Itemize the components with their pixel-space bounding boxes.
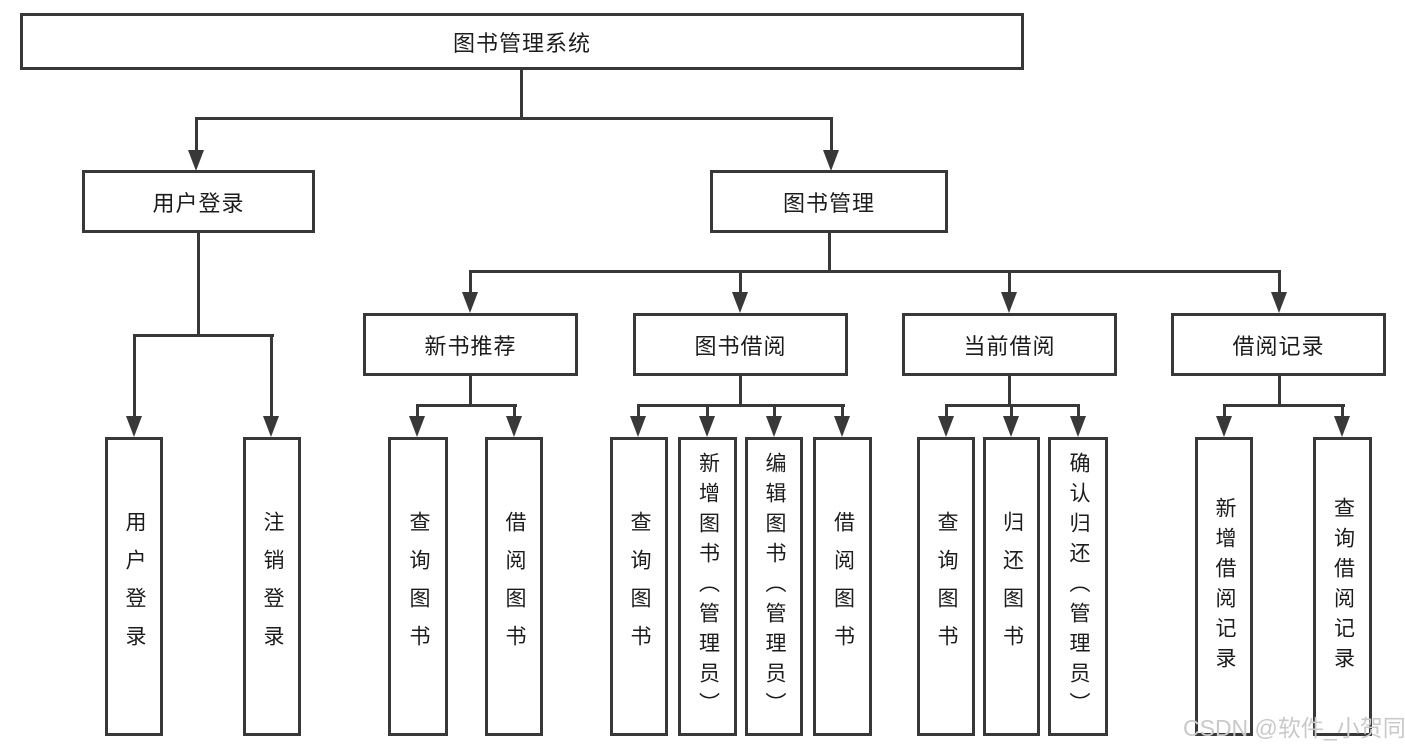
- leaf-newbook-query-books-label: 查询图书: [407, 510, 430, 663]
- connector-stub: [1010, 404, 1013, 420]
- arrowhead-icon: [732, 292, 748, 313]
- leaf-query-borrow-record: 查询借阅记录: [1313, 437, 1372, 736]
- connector-newbook-stem: [469, 376, 472, 407]
- connector-stub: [133, 334, 136, 418]
- node-user-login: 用户登录: [82, 170, 315, 233]
- arrowhead-icon: [630, 416, 646, 437]
- arrowhead-icon: [1001, 292, 1017, 313]
- leaf-newbook-borrow-books: 借阅图书: [485, 437, 543, 736]
- connector-stub: [1278, 270, 1281, 294]
- leaf-borrow-query-books-label: 查询图书: [628, 510, 651, 663]
- node-current-borrowing-label: 当前借阅: [963, 333, 1056, 359]
- leaf-newbook-borrow-books-label: 借阅图书: [503, 510, 526, 663]
- connector-stub: [706, 404, 709, 420]
- arrowhead-icon: [699, 416, 715, 437]
- arrowhead-icon: [834, 416, 850, 437]
- csdn-watermark: CSDN @软件_小贺同学: [1183, 715, 1405, 741]
- connector-stub: [416, 404, 419, 420]
- arrowhead-icon: [823, 150, 839, 171]
- leaf-add-borrow-record: 新增借阅记录: [1195, 437, 1253, 736]
- connector-stub: [945, 404, 948, 420]
- leaf-user-login-label: 用户登录: [123, 510, 146, 663]
- arrowhead-icon: [1070, 416, 1086, 437]
- leaf-edit-books-admin-label: 编辑图书（管理员）: [763, 451, 786, 722]
- connector-level1-split: [196, 117, 833, 120]
- connector-stub: [637, 404, 640, 420]
- node-book-borrowing: 图书借阅: [633, 313, 848, 376]
- connector-stub: [513, 404, 516, 420]
- node-user-login-label: 用户登录: [152, 190, 245, 216]
- arrowhead-icon: [126, 416, 142, 437]
- connector-stub: [841, 404, 844, 420]
- node-borrowing-records-label: 借阅记录: [1232, 333, 1325, 359]
- connector-stub: [773, 404, 776, 420]
- connector-user-login-split: [134, 334, 274, 337]
- connector-stub: [1341, 404, 1344, 420]
- connector-records-split: [1224, 404, 1345, 407]
- arrowhead-icon: [409, 416, 425, 437]
- leaf-borrow-query-books: 查询图书: [610, 437, 668, 736]
- arrowhead-icon: [263, 416, 279, 437]
- connector-stub: [1077, 404, 1080, 420]
- connector-borrow-stem: [739, 376, 742, 407]
- connector-current-split: [946, 404, 1080, 407]
- connector-root-stem: [520, 70, 523, 118]
- node-book-management: 图书管理: [710, 170, 948, 233]
- connector-stub: [739, 270, 742, 294]
- leaf-logout: 注销登录: [243, 437, 301, 736]
- node-root-label: 图书管理系统: [452, 30, 591, 56]
- node-book-management-label: 图书管理: [782, 190, 875, 216]
- leaf-add-borrow-record-label: 新增借阅记录: [1213, 496, 1236, 677]
- arrowhead-icon: [766, 416, 782, 437]
- leaf-return-books: 归还图书: [983, 437, 1040, 736]
- leaf-logout-label: 注销登录: [261, 510, 284, 663]
- connector-stub: [469, 270, 472, 294]
- arrowhead-icon: [1216, 416, 1232, 437]
- leaf-current-query-books-label: 查询图书: [935, 510, 958, 663]
- leaf-borrow-borrow-books-label: 借阅图书: [831, 510, 855, 663]
- node-current-borrowing: 当前借阅: [902, 313, 1117, 376]
- connector-level3-split: [470, 270, 1281, 273]
- node-new-book-recommend-label: 新书推荐: [424, 333, 517, 359]
- connector-book-mgmt-stem: [828, 233, 831, 273]
- arrowhead-icon: [938, 416, 954, 437]
- arrowhead-icon: [462, 292, 478, 313]
- connector-user-login-stem: [197, 233, 200, 336]
- leaf-return-books-label: 归还图书: [1000, 510, 1024, 663]
- arrowhead-icon: [188, 150, 204, 171]
- arrowhead-icon: [1003, 416, 1019, 437]
- node-borrowing-records: 借阅记录: [1171, 313, 1386, 376]
- connector-current-stem: [1008, 376, 1011, 407]
- leaf-add-books-admin-label: 新增图书（管理员）: [696, 451, 720, 722]
- leaf-add-books-admin: 新增图书（管理员）: [678, 437, 737, 736]
- arrowhead-icon: [506, 416, 522, 437]
- leaf-edit-books-admin: 编辑图书（管理员）: [745, 437, 803, 736]
- leaf-query-borrow-record-label: 查询借阅记录: [1331, 496, 1355, 677]
- connector-records-stem: [1278, 376, 1281, 407]
- leaf-confirm-return-admin-label: 确认归还（管理员）: [1067, 451, 1090, 722]
- connector-borrow-split: [638, 404, 845, 407]
- connector-stub: [1223, 404, 1226, 420]
- connector-stub: [1008, 270, 1011, 294]
- leaf-confirm-return-admin: 确认归还（管理员）: [1048, 437, 1108, 736]
- node-new-book-recommend: 新书推荐: [363, 313, 578, 376]
- leaf-current-query-books: 查询图书: [917, 437, 975, 736]
- connector-stub: [830, 117, 833, 153]
- arrowhead-icon: [1334, 416, 1350, 437]
- leaf-user-login: 用户登录: [105, 437, 163, 736]
- connector-stub: [270, 334, 273, 418]
- arrowhead-icon: [1271, 292, 1287, 313]
- node-book-borrowing-label: 图书借阅: [694, 333, 787, 359]
- leaf-newbook-query-books: 查询图书: [388, 437, 448, 736]
- leaf-borrow-borrow-books: 借阅图书: [813, 437, 872, 736]
- connector-newbook-split: [417, 404, 517, 407]
- node-root: 图书管理系统: [20, 13, 1024, 70]
- connector-stub: [195, 117, 198, 153]
